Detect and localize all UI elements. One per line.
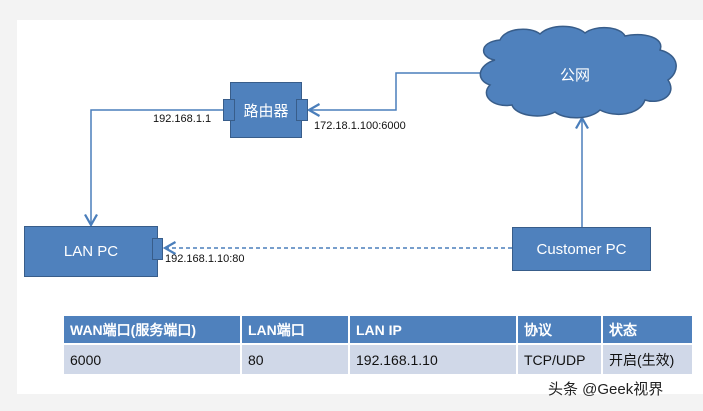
col-lan-port: LAN端口 (241, 316, 350, 344)
table-header-row: WAN端口(服务端口) LAN端口 LAN IP 协议 状态 (64, 316, 694, 344)
router-lan-port (223, 99, 235, 121)
watermark: 头条 @Geek视界 (548, 381, 664, 398)
cloud-to-router-line (306, 72, 485, 117)
lan-pc-port (152, 238, 163, 260)
cell-wan-port: 6000 (64, 343, 242, 374)
lan-pc-label: LAN PC (63, 243, 119, 260)
lan-pc-addr-label: 192.168.1.10:80 (165, 253, 245, 265)
table-row: 6000 80 192.168.1.10 TCP/UDP 开启(生效) (64, 343, 694, 374)
router-wan-addr-label: 172.18.1.100:6000 (314, 120, 406, 132)
router-lan-ip-label: 192.168.1.1 (153, 113, 212, 125)
router-wan-port (296, 99, 308, 121)
cell-status: 开启(生效) (602, 343, 694, 374)
router-label: 路由器 (243, 102, 289, 120)
cell-lan-ip: 192.168.1.10 (349, 343, 518, 374)
col-protocol: 协议 (517, 316, 603, 344)
cloud-shape (479, 25, 677, 119)
cloud-label: 公网 (560, 67, 591, 84)
router-box[interactable]: 路由器 (230, 82, 302, 138)
cell-protocol: TCP/UDP (517, 343, 603, 374)
lan-pc-box[interactable]: LAN PC (24, 226, 158, 277)
col-lan-ip: LAN IP (349, 316, 518, 344)
col-wan-port: WAN端口(服务端口) (64, 316, 242, 344)
port-forward-table: WAN端口(服务端口) LAN端口 LAN IP 协议 状态 6000 80 1… (64, 316, 694, 374)
router-to-lanpc-line (84, 109, 223, 228)
customer-pc-label: Customer PC (536, 240, 627, 258)
col-status: 状态 (602, 316, 694, 344)
cell-lan-port: 80 (241, 343, 350, 374)
customer-pc-box[interactable]: Customer PC (512, 227, 651, 271)
